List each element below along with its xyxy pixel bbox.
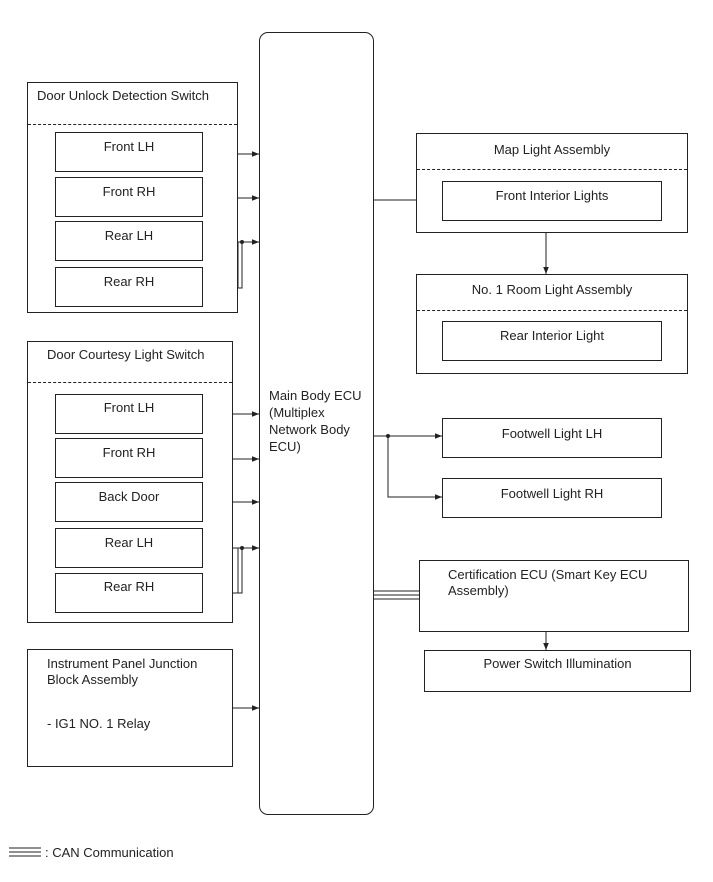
power-switch-label: Power Switch Illumination bbox=[483, 656, 632, 671]
courtesy-rear-lh-label: Rear LH bbox=[104, 535, 154, 550]
legend-label: : CAN Communication bbox=[45, 845, 174, 860]
instrument-panel-junction-block bbox=[27, 649, 233, 767]
footwell-light-lh-label: Footwell Light LH bbox=[501, 426, 603, 441]
cert-label-2: Assembly) bbox=[448, 583, 509, 598]
ecu-label-1: Main Body ECU bbox=[269, 388, 362, 403]
courtesy-back-door bbox=[55, 482, 203, 522]
room-light-title: No. 1 Room Light Assembly bbox=[471, 282, 633, 297]
unlock-front-lh-label: Front LH bbox=[103, 139, 155, 154]
courtesy-front-rh-label: Front RH bbox=[102, 445, 156, 460]
courtesy-title: Door Courtesy Light Switch bbox=[47, 347, 205, 362]
unlock-rear-rh-label: Rear RH bbox=[103, 274, 155, 289]
unlock-title: Door Unlock Detection Switch bbox=[37, 88, 209, 103]
unlock-front-rh-label: Front RH bbox=[102, 184, 156, 199]
unlock-rear-rh bbox=[55, 267, 203, 307]
courtesy-front-lh bbox=[55, 394, 203, 434]
courtesy-front-rh bbox=[55, 438, 203, 478]
divider bbox=[417, 169, 687, 170]
footwell-light-rh-label: Footwell Light RH bbox=[500, 486, 604, 501]
courtesy-rear-rh bbox=[55, 573, 203, 613]
footwell-light-rh bbox=[442, 478, 662, 518]
divider bbox=[28, 382, 232, 383]
cert-label-1: Certification ECU (Smart Key ECU bbox=[448, 567, 648, 582]
unlock-rear-lh bbox=[55, 221, 203, 261]
front-interior-lights-label: Front Interior Lights bbox=[495, 188, 609, 203]
front-interior-lights bbox=[442, 181, 662, 221]
ipjb-relay: - IG1 NO. 1 Relay bbox=[47, 716, 151, 731]
ecu-label-4: ECU) bbox=[269, 439, 301, 454]
junction-dot bbox=[240, 546, 244, 550]
junction-dot bbox=[386, 434, 390, 438]
map-light-title: Map Light Assembly bbox=[493, 142, 611, 157]
certification-ecu bbox=[419, 560, 689, 632]
unlock-front-lh bbox=[55, 132, 203, 172]
rear-interior-light-label: Rear Interior Light bbox=[499, 328, 605, 343]
unlock-rear-lh-label: Rear LH bbox=[104, 228, 154, 243]
wire-footwell-rh bbox=[387, 436, 442, 500]
ecu-label-2: (Multiplex bbox=[269, 405, 325, 420]
courtesy-rear-lh bbox=[55, 528, 203, 568]
rear-interior-light bbox=[442, 321, 662, 361]
unlock-front-rh bbox=[55, 177, 203, 217]
ipjb-title-2: Block Assembly bbox=[47, 672, 139, 687]
divider bbox=[417, 310, 687, 311]
ipjb-title-1: Instrument Panel Junction bbox=[47, 656, 198, 671]
junction-dot bbox=[240, 240, 244, 244]
courtesy-front-lh-label: Front LH bbox=[103, 400, 155, 415]
power-switch-illumination bbox=[424, 650, 691, 692]
courtesy-rear-rh-label: Rear RH bbox=[103, 579, 155, 594]
divider bbox=[28, 124, 237, 125]
ecu-label-3: Network Body bbox=[269, 422, 350, 437]
courtesy-back-door-label: Back Door bbox=[98, 489, 160, 504]
footwell-light-lh bbox=[442, 418, 662, 458]
main-body-ecu bbox=[259, 32, 374, 815]
